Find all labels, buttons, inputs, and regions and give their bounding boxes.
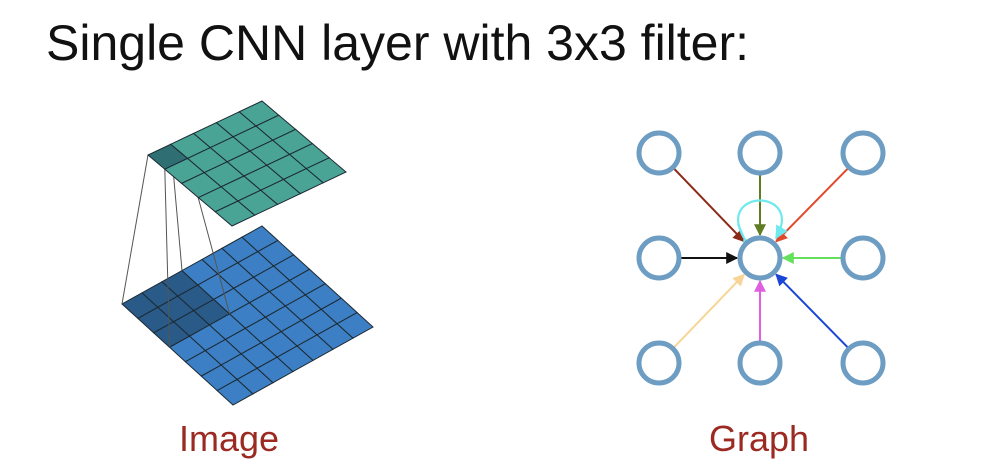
graph-convolution-illustration — [636, 130, 886, 386]
self-loop-edge — [737, 199, 788, 240]
edge-n22-to-n11 — [775, 273, 850, 350]
edge-n20-to-n11 — [672, 273, 745, 350]
image-convolution-illustration — [121, 100, 374, 406]
neighbor-node — [840, 340, 886, 386]
neighbor-node — [840, 235, 886, 281]
output-feature-grid — [147, 100, 347, 227]
receptive-field-line — [121, 154, 149, 305]
neighbor-node — [737, 340, 783, 386]
input-image-grid — [121, 225, 374, 406]
output-grid-cell — [305, 157, 347, 184]
input-grid-cell — [336, 311, 374, 339]
edge-n00-to-n11 — [672, 166, 745, 243]
graph-caption: Graph — [708, 418, 810, 459]
self-loop-edge-start — [736, 223, 755, 252]
image-caption: Image — [178, 418, 280, 459]
graph-nodes — [636, 130, 886, 386]
edge-n02-to-n11 — [775, 166, 850, 243]
neighbor-node — [636, 340, 682, 386]
neighbor-node — [636, 130, 682, 176]
neighbor-node — [840, 130, 886, 176]
neighbor-node — [737, 130, 783, 176]
center-node — [737, 235, 783, 281]
receptive-field-line — [164, 169, 171, 348]
graph-edges — [672, 166, 850, 350]
neighbor-node — [636, 235, 682, 281]
slide-title: Single CNN layer with 3x3 filter: — [46, 15, 750, 71]
